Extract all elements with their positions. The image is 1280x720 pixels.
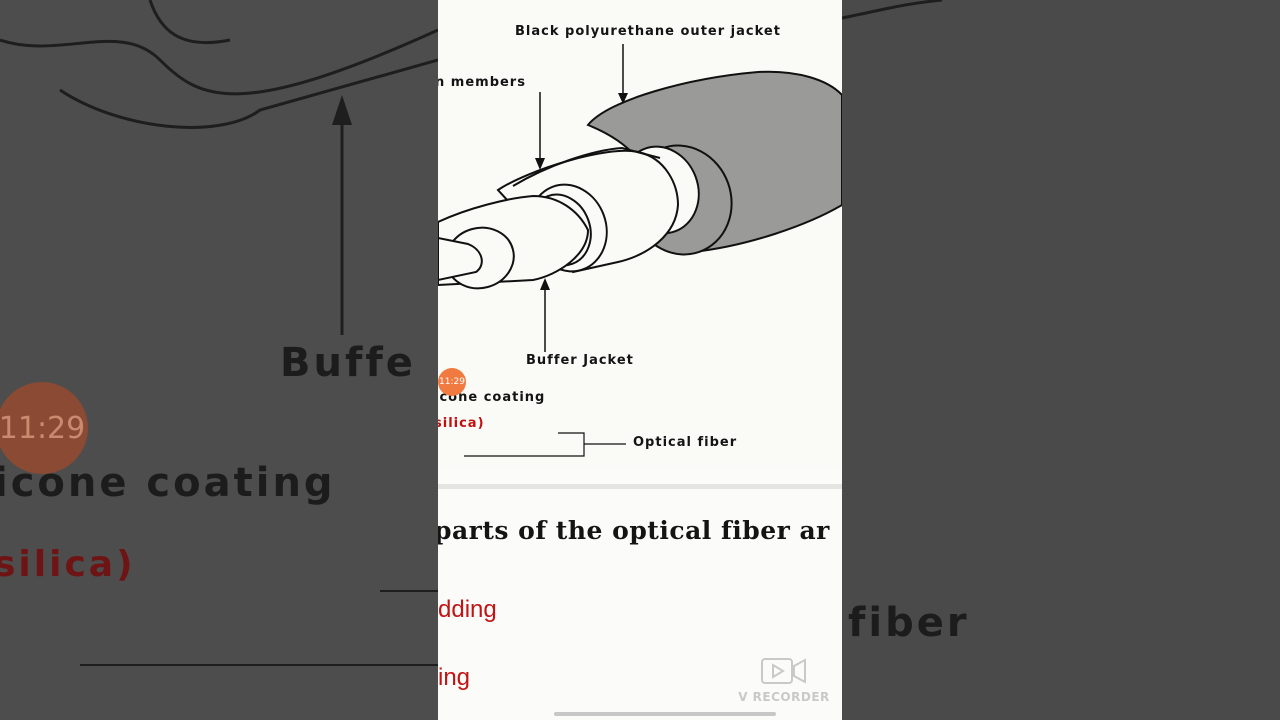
section-heading: parts of the optical fiber ar [438, 516, 830, 545]
background-arrow [332, 95, 352, 335]
list-item-coating[interactable]: ing [438, 664, 471, 691]
background-fiber-text: fiber [848, 600, 970, 646]
background-right-panel: fiber [842, 0, 1280, 720]
background-left-panel: Buffe 11:29 icone coating silica) [0, 0, 438, 720]
background-cable-sketch-right [842, 0, 943, 20]
background-silica-text: silica) [0, 544, 136, 585]
list-item-cladding[interactable]: dding [438, 596, 497, 623]
background-cable-sketch [0, 0, 438, 129]
phone-screen[interactable]: Black polyurethane outer jacket n member… [438, 0, 842, 720]
recording-timer-badge[interactable]: 11:29 [438, 368, 466, 396]
background-line-long [80, 664, 438, 666]
video-camera-icon [761, 658, 806, 684]
background-line [380, 590, 438, 592]
background-buffer-text: Buffe [280, 340, 416, 386]
label-buffer-jacket: Buffer Jacket [526, 353, 634, 368]
background-coating-text: icone coating [0, 460, 336, 506]
label-optical-fiber: Optical fiber [633, 435, 738, 450]
label-strength-members: n members [438, 75, 526, 90]
background-clock: 11:29 [0, 382, 88, 474]
home-indicator-bar[interactable] [554, 712, 776, 716]
section-divider [438, 484, 842, 489]
label-silicone-coating: icone coating [438, 390, 546, 405]
watermark-text: V RECORDER [738, 690, 830, 704]
optical-cable-diagram: Black polyurethane outer jacket n member… [438, 0, 842, 470]
label-silica: silica) [438, 416, 485, 431]
v-recorder-watermark: V RECORDER [736, 656, 832, 704]
label-outer-jacket: Black polyurethane outer jacket [515, 24, 781, 39]
cable-illustration [438, 44, 842, 457]
